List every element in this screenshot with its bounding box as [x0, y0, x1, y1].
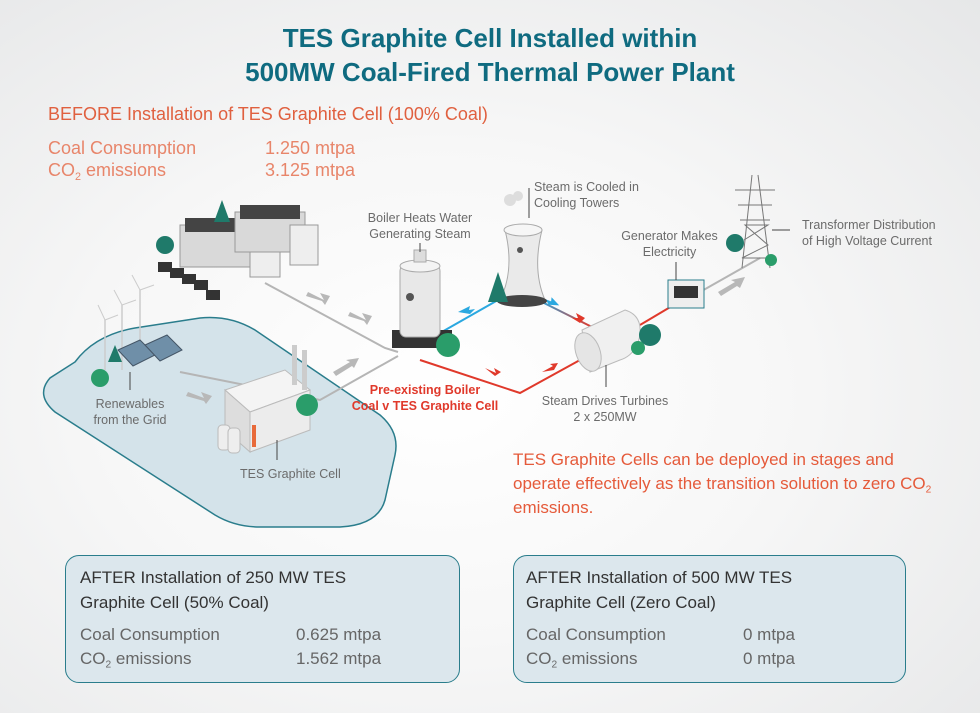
- co2-text: CO: [526, 649, 552, 668]
- renewables-label-line: Renewables: [95, 397, 165, 411]
- before-coal-label: Coal Consumption: [48, 138, 197, 158]
- flow-arrows: [186, 277, 745, 404]
- after-250-coal-label: Coal Consumption: [80, 625, 220, 644]
- power-line: [699, 257, 761, 293]
- boiler-illustration: [392, 243, 460, 357]
- heading-line: AFTER Installation of 250 MW TES: [80, 568, 347, 587]
- after-500-co2-value: 0 mtpa: [743, 649, 795, 668]
- generator-illustration: [667, 262, 705, 309]
- heading-line: Graphite Cell (50% Coal): [80, 593, 269, 612]
- note-text: TES Graphite Cells can be deployed in st…: [513, 450, 926, 493]
- after-250mw-box: AFTER Installation of 250 MW TES Graphite…: [65, 555, 460, 683]
- boiler-label-line: Generating Steam: [369, 227, 471, 241]
- boiler-label-line: Boiler Heats Water: [367, 211, 473, 225]
- tes-feed-pipe: [179, 355, 399, 402]
- turbines-label: Steam Drives Turbines 2 x 250MW: [530, 393, 680, 425]
- co2-subscript: 2: [105, 659, 112, 671]
- emissions-text: emissions: [557, 649, 638, 668]
- emissions-text: emissions: [81, 160, 167, 180]
- transformer-label-line: of High Voltage Current: [802, 234, 932, 248]
- tes-graphite-cell-illustration: [217, 345, 318, 460]
- title-line-1: TES Graphite Cell Installed within: [282, 23, 698, 53]
- turbine-illustration: [574, 309, 661, 387]
- coal-feed-pipe: [264, 282, 399, 353]
- co2-text: CO: [80, 649, 106, 668]
- transmission-tower-illustration: [726, 174, 790, 269]
- renewables-label-line: from the Grid: [93, 413, 167, 427]
- emissions-text: emissions: [111, 649, 192, 668]
- after-500-coal-value: 0 mtpa: [743, 625, 795, 644]
- transition-note: TES Graphite Cells can be deployed in st…: [513, 448, 953, 520]
- co2-text: CO: [48, 160, 75, 180]
- after-250-heading: AFTER Installation of 250 MW TES Graphite…: [80, 565, 346, 615]
- renewables-illustration: [91, 274, 183, 390]
- preexisting-line: Coal v TES Graphite Cell: [351, 399, 499, 413]
- after-500-co2-label: CO2 emissions: [526, 647, 637, 671]
- after-250-co2-value: 1.562 mtpa: [296, 649, 382, 668]
- renewables-label: Renewables from the Grid: [80, 396, 180, 428]
- renewables-region: [42, 316, 397, 528]
- before-co2-value: 3.125 mtpa: [265, 160, 356, 180]
- note-text-end: emissions.: [513, 498, 594, 517]
- transformer-label-line: Transformer Distribution: [802, 218, 936, 232]
- generator-label-line: Generator Makes: [621, 229, 718, 243]
- coal-trucks-illustration: [156, 200, 319, 300]
- heading-line: AFTER Installation of 500 MW TES: [526, 568, 793, 587]
- turbines-label-line: 2 x 250MW: [573, 410, 637, 424]
- generator-label-line: Electricity: [642, 245, 697, 259]
- cooling-tower-illustration: [488, 188, 547, 307]
- tes-label: TES Graphite Cell: [240, 467, 341, 481]
- title-line-2: 500MW Coal-Fired Thermal Power Plant: [245, 57, 735, 87]
- cooling-label-line: Steam is Cooled in: [534, 180, 639, 194]
- preexisting-line: Pre-existing Boiler: [369, 383, 481, 397]
- turbines-label-line: Steam Drives Turbines: [541, 394, 669, 408]
- co2-subscript: 2: [75, 170, 82, 183]
- before-heading: BEFORE Installation of TES Graphite Cell…: [48, 104, 488, 124]
- after-500mw-box: AFTER Installation of 500 MW TES Graphite…: [513, 555, 906, 683]
- before-coal-value: 1.250 mtpa: [265, 138, 356, 158]
- after-250-coal-value: 0.625 mtpa: [296, 625, 382, 644]
- heading-line: Graphite Cell (Zero Coal): [526, 593, 716, 612]
- co2-subscript: 2: [551, 659, 558, 671]
- after-500-heading: AFTER Installation of 500 MW TES Graphite…: [526, 565, 792, 615]
- after-500-coal-label: Coal Consumption: [526, 625, 666, 644]
- after-250-co2-label: CO2 emissions: [80, 647, 191, 671]
- transformer-label: Transformer Distribution of High Voltage …: [802, 217, 936, 249]
- before-co2-label: CO2 emissions: [48, 159, 167, 183]
- cooling-label: Steam is Cooled in Cooling Towers: [534, 179, 639, 211]
- co2-subscript: 2: [925, 484, 932, 496]
- cooling-label-line: Cooling Towers: [534, 196, 620, 210]
